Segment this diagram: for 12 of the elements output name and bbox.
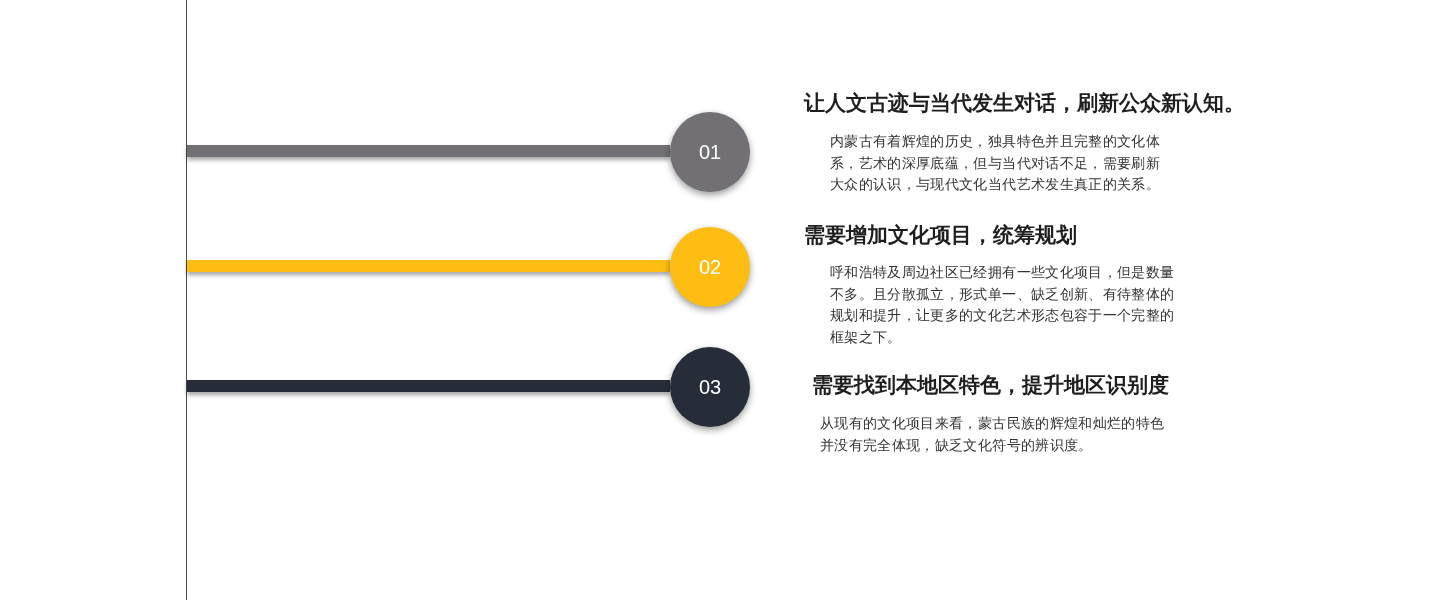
number-circle: 02 [670,227,750,307]
body-text: 从现有的文化项目来看，蒙古民族的辉煌和灿烂的特色并没有完全体现，缺乏文化符号的辨识度。 [820,414,1166,455]
heading: 让人文古迹与当代发生对话，刷新公众新认知。 [804,91,1245,116]
timeline-bar [187,145,670,157]
number-circle: 01 [670,112,750,192]
body-text: 呼和浩特及周边社区已经拥有一些文化项目，但是数量不多。且分散孤立，形式单一、缺乏创新、有待整体的规划和提升，让更多的文化艺术形态包容于一个完整的框架之下。 [830,263,1176,347]
timeline-bar [187,260,670,272]
heading: 需要增加文化项目，统筹规划 [804,223,1077,248]
body-text: 内蒙古有着辉煌的历史，独具特色并且完整的文化体系，艺术的深厚底蕴，但与当代对话不足，需要刷新大众的认识，与现代文化当代艺术发生真正的关系。 [830,132,1162,194]
heading: 需要找到本地区特色，提升地区识别度 [812,373,1169,398]
timeline-bar [187,380,670,392]
number-circle: 03 [670,347,750,427]
